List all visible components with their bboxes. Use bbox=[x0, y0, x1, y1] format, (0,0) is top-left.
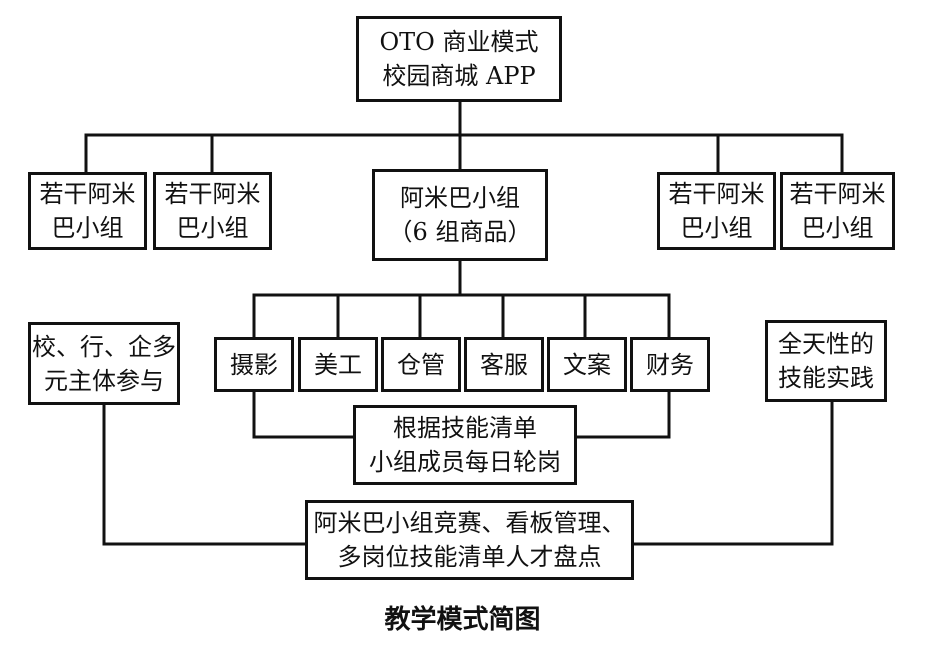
role-box-customer-service: 客服 bbox=[464, 337, 544, 392]
outcome-line-1: 阿米巴小组竞赛、看板管理、 bbox=[313, 509, 626, 537]
center-group-box: 阿米巴小组 （6 组商品） bbox=[372, 169, 548, 261]
root-line-2: 校园商城 APP bbox=[382, 62, 536, 90]
right-group-1-line-2: 巴小组 bbox=[680, 214, 753, 242]
stakeholders-box: 校、行、企多 元主体参与 bbox=[28, 322, 180, 405]
connector-stakeholders-outcome bbox=[102, 402, 308, 546]
stakeholders-line-2: 元主体参与 bbox=[44, 366, 164, 395]
outcome-line-2: 多岗位技能清单人才盘点 bbox=[337, 543, 602, 571]
rotation-line-1: 根据技能清单 bbox=[393, 414, 537, 442]
stakeholders-line-1: 校、行、企多 bbox=[32, 332, 176, 361]
connector-rotation-bracket-left bbox=[252, 388, 357, 439]
practice-line-1: 全天性的 bbox=[778, 330, 874, 358]
practice-line-2: 技能实践 bbox=[778, 364, 874, 392]
left-group-2-line-1: 若干阿米 bbox=[164, 180, 261, 208]
diagram-caption: 教学模式简图 bbox=[384, 605, 541, 635]
role-box-art: 美工 bbox=[298, 337, 378, 392]
root-line-1: OTO 商业模式 bbox=[379, 28, 539, 56]
right-group-2-line-2: 巴小组 bbox=[801, 214, 874, 242]
role-label: 仓管 bbox=[397, 350, 445, 379]
left-group-box-2: 若干阿米 巴小组 bbox=[153, 172, 272, 250]
practice-box: 全天性的 技能实践 bbox=[765, 320, 887, 402]
role-box-finance: 财务 bbox=[630, 337, 710, 392]
right-group-box-1: 若干阿米 巴小组 bbox=[657, 172, 776, 250]
connector-practice-outcome bbox=[630, 398, 834, 546]
role-box-photography: 摄影 bbox=[214, 337, 294, 392]
role-box-warehouse: 仓管 bbox=[381, 337, 461, 392]
right-group-1-line-1: 若干阿米 bbox=[668, 180, 765, 208]
rotation-box: 根据技能清单 小组成员每日轮岗 bbox=[353, 405, 577, 485]
role-box-copywriting: 文案 bbox=[547, 337, 627, 392]
role-label: 财务 bbox=[646, 350, 694, 379]
left-group-1-line-2: 巴小组 bbox=[51, 214, 124, 242]
center-group-line-1: 阿米巴小组 bbox=[400, 184, 520, 212]
left-group-box-1: 若干阿米 巴小组 bbox=[28, 172, 147, 250]
connector-rotation-bracket-right bbox=[573, 388, 671, 439]
role-label: 文案 bbox=[563, 350, 611, 379]
left-group-1-line-1: 若干阿米 bbox=[39, 180, 136, 208]
root-box: OTO 商业模式 校园商城 APP bbox=[356, 16, 562, 102]
right-group-2-line-1: 若干阿米 bbox=[789, 180, 886, 208]
role-label: 美工 bbox=[314, 350, 362, 379]
outcome-box: 阿米巴小组竞赛、看板管理、 多岗位技能清单人才盘点 bbox=[305, 500, 634, 580]
role-label: 摄影 bbox=[230, 350, 278, 379]
role-label: 客服 bbox=[480, 350, 528, 379]
right-group-box-2: 若干阿米 巴小组 bbox=[780, 172, 895, 250]
center-group-line-2: （6 组商品） bbox=[388, 218, 532, 246]
left-group-2-line-2: 巴小组 bbox=[176, 214, 249, 242]
rotation-line-2: 小组成员每日轮岗 bbox=[369, 448, 561, 476]
